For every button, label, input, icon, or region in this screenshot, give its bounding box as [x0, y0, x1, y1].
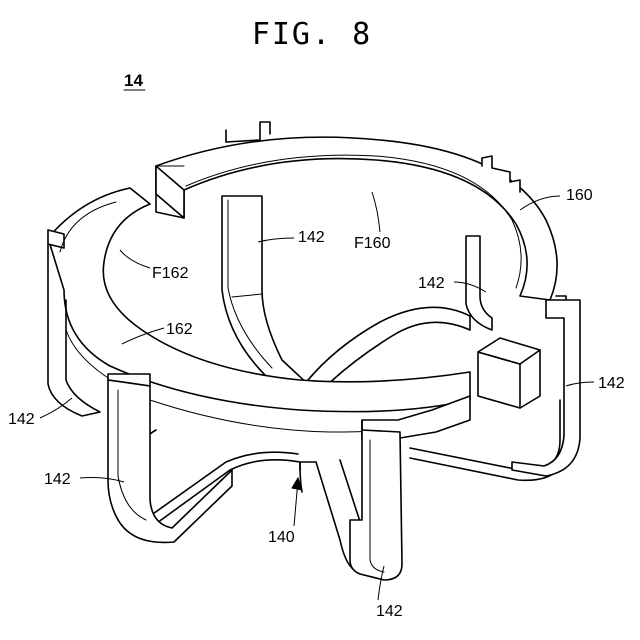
rear-legs	[222, 196, 492, 392]
ref-142-right-inner: 142	[418, 275, 445, 292]
ref-F162: F162	[152, 265, 189, 282]
ref-F160: F160	[354, 235, 391, 252]
ref-140: 140	[268, 529, 295, 546]
ref-142-front-left: 142	[44, 471, 71, 488]
figure-title: FIG. 8	[252, 17, 372, 52]
ref-160: 160	[566, 187, 593, 204]
ref-142-left: 142	[8, 411, 35, 428]
assembly-label: 14	[124, 71, 143, 90]
ring-160	[156, 122, 578, 330]
ref-142-right: 142	[598, 375, 625, 392]
ref-142-bottom: 142	[376, 603, 403, 620]
ref-142-top: 142	[298, 229, 325, 246]
ref-162: 162	[166, 321, 193, 338]
